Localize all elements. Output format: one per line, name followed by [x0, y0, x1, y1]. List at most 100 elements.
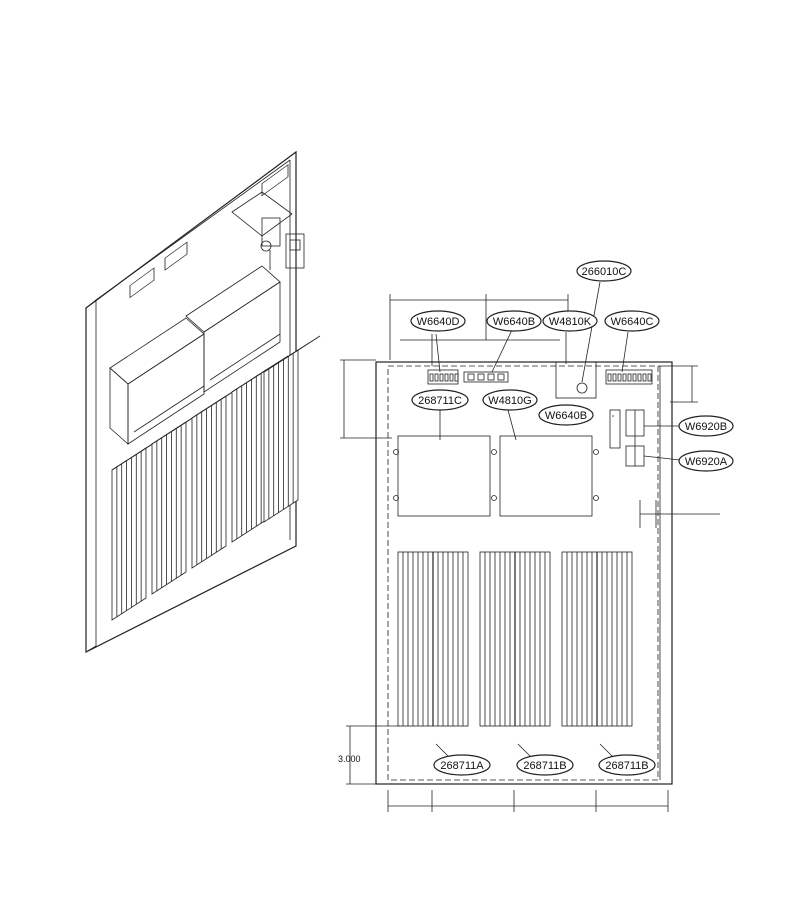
callout-268711B-right: 268711B [598, 754, 656, 776]
connector-pin [487, 373, 495, 381]
callout-label: 268711C [418, 395, 462, 407]
plate-inner-outline [387, 365, 659, 781]
iso-terminal-inner [289, 239, 301, 251]
plate-outline [375, 361, 673, 785]
connector-pin [647, 373, 652, 382]
callout-W6920A: W6920A [678, 450, 734, 472]
leader-266010C [581, 281, 601, 383]
callout-W4810G: W4810G [482, 389, 538, 411]
iso-transformer-left-front [109, 367, 129, 445]
callout-label: W6640B [493, 316, 535, 328]
left-dimensions: 3.000 [338, 359, 400, 785]
connector-pin [637, 373, 642, 382]
connector-pin [444, 373, 449, 382]
leader-W6640C [621, 331, 629, 373]
right-dimensions [639, 365, 720, 528]
iso-heatsinks [111, 335, 321, 621]
iso-top-cluster [231, 191, 305, 270]
connector-W6640B [463, 371, 509, 383]
mount-hole [393, 449, 399, 455]
iso-relay [261, 217, 281, 247]
connector-pins [429, 373, 652, 382]
top-connectors [427, 361, 653, 399]
callout-label: 266010C [582, 266, 627, 278]
callout-label: W6640D [417, 316, 460, 328]
callout-label: W6920A [685, 456, 728, 468]
iso-plate-edge [85, 299, 97, 653]
callout-268711C: 268711C [411, 389, 469, 411]
callout-268711A: 268711A [433, 754, 491, 776]
callout-label: W4810G [488, 395, 531, 407]
callouts: 266010C W6640D W6640B W4810K W6640C 2687… [410, 260, 734, 776]
callout-266010C: 266010C [576, 260, 632, 282]
callout-W4810K: W4810K [542, 310, 598, 332]
connector-pin [467, 373, 475, 381]
iso-transformer-detail [133, 385, 205, 433]
connector-pin [439, 373, 444, 382]
transformer-268711C [397, 435, 491, 517]
transformer-W4810G [499, 435, 593, 517]
iso-transformer-right-top [185, 265, 281, 333]
mount-hole [593, 495, 599, 501]
mount-hole [491, 495, 497, 501]
iso-transformer-left-top [109, 317, 205, 385]
callout-label: 268711B [605, 760, 648, 772]
callout-label: W6920B [685, 421, 727, 433]
callout-W6640B-top: W6640B [486, 310, 542, 332]
leader-W6640D [435, 333, 441, 373]
connector-W6640B-side [609, 409, 621, 449]
iso-connectors [129, 164, 289, 299]
callout-label: W6640B [545, 410, 587, 422]
plan-view: 3.000 [338, 260, 734, 812]
iso-transformer-detail [209, 333, 281, 381]
top-dimensions [389, 294, 569, 366]
connector-pin [477, 373, 485, 381]
iso-relay-knob [260, 240, 272, 252]
iso-bracket [231, 191, 293, 237]
callout-label: 268711A [440, 760, 484, 772]
iso-connector [129, 267, 155, 299]
connector-pin [612, 373, 617, 382]
connector-pin [622, 373, 627, 382]
iso-transformer-right-side [203, 281, 281, 393]
connector-pin [627, 373, 632, 382]
iso-terminal [285, 233, 305, 269]
callout-label: W6640C [611, 316, 654, 328]
connector-pin [449, 373, 454, 382]
iso-connector [164, 241, 188, 271]
leader-W6920A [643, 455, 681, 461]
iso-transformer-left-side [127, 333, 205, 445]
callout-W6640B-side: W6640B [538, 404, 594, 426]
bottom-dimensions [387, 790, 669, 812]
connector-pin [497, 373, 505, 381]
connector-W6640C [605, 369, 653, 385]
callout-label: W4810K [549, 316, 592, 328]
side-connectors [609, 409, 645, 467]
callout-W6640D: W6640D [410, 310, 466, 332]
dim-label-3000: 3.000 [338, 754, 361, 764]
callout-W6920B: W6920B [678, 415, 734, 437]
callout-label: 268711B [523, 760, 566, 772]
callout-268711B-mid: 268711B [516, 754, 574, 776]
connector-pin [429, 373, 434, 382]
leader-W6640B [491, 329, 513, 373]
transformer-boxes [393, 435, 599, 517]
connector-pin [434, 373, 439, 382]
isometric-view [85, 150, 321, 653]
mount-hole [491, 449, 497, 455]
relay-266010C [555, 361, 597, 399]
iso-connector [261, 164, 289, 197]
connector-pin [454, 373, 459, 382]
leader-W4810G [507, 409, 517, 441]
connector-pin [642, 373, 647, 382]
iso-transformers [109, 265, 281, 445]
leader-lines [435, 281, 681, 761]
mount-hole [393, 495, 399, 501]
iso-plate-top-edge [95, 159, 291, 301]
mount-hole [593, 449, 599, 455]
callout-W6640C: W6640C [604, 310, 660, 332]
plan-heatsinks [397, 551, 633, 727]
relay-knob [576, 382, 588, 394]
